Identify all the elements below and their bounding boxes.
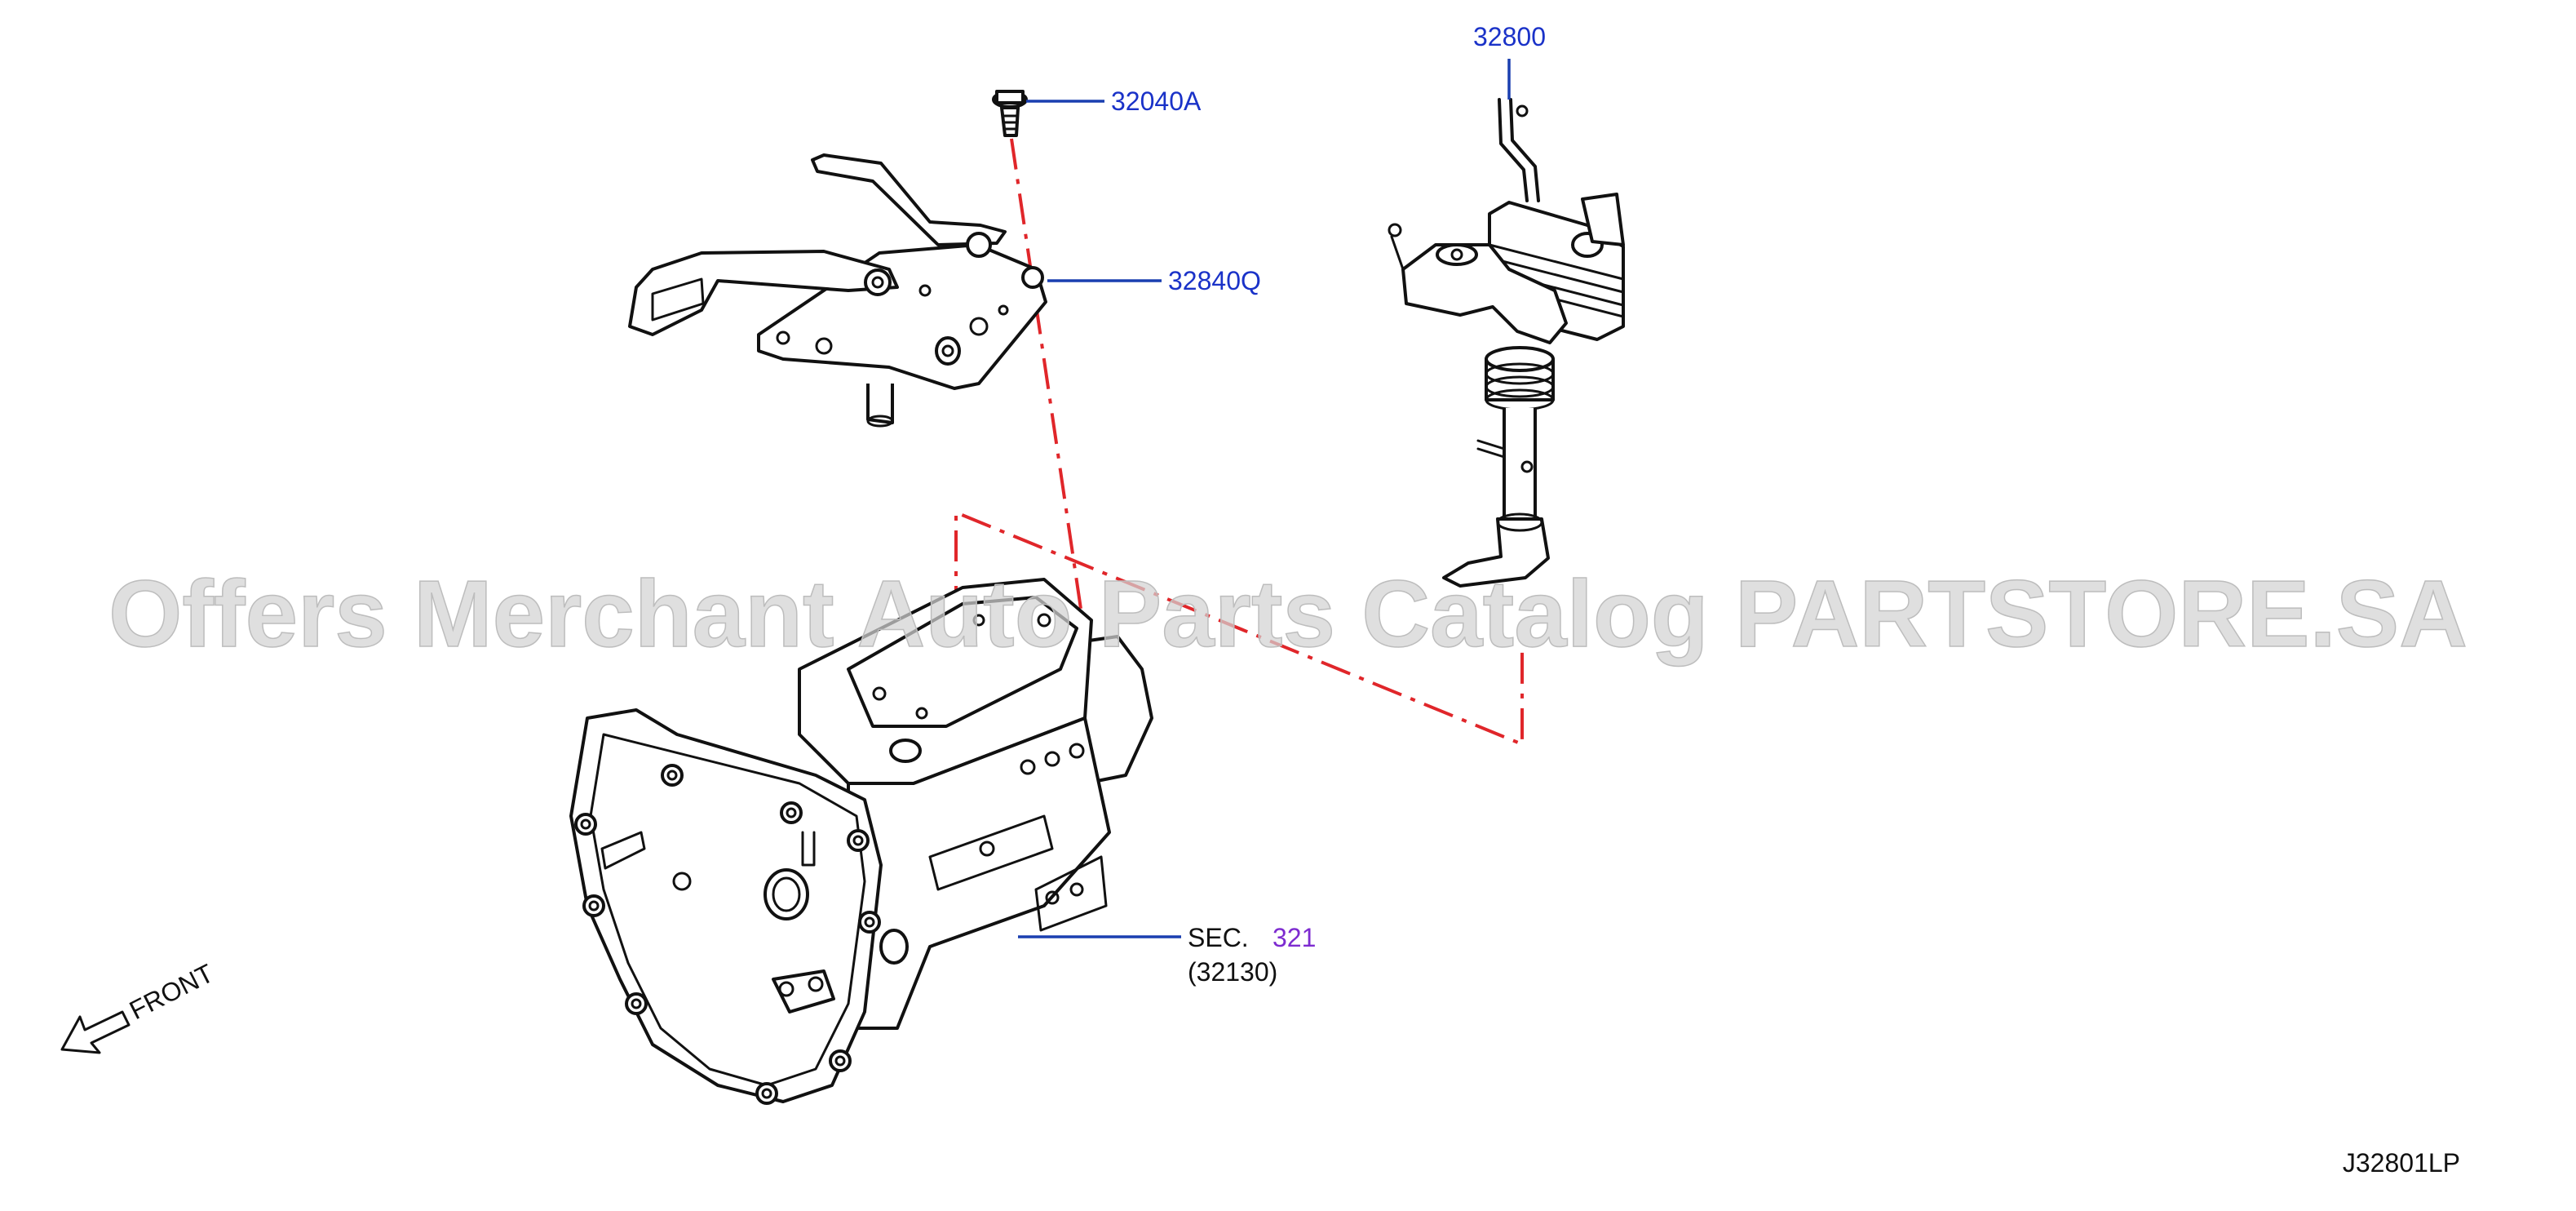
shifter-32800[interactable] — [1388, 98, 1625, 588]
callout-32840q[interactable]: 32840Q — [1168, 266, 1261, 295]
phantom-lines — [954, 138, 1524, 747]
front-arrow: FRONT — [60, 958, 219, 1054]
front-label: FRONT — [125, 958, 219, 1025]
callout-sec-prefix: SEC. — [1188, 923, 1249, 952]
front-arrow-icon — [60, 1010, 131, 1054]
watermark: Offers Merchant Auto Parts Catalog PARTS… — [108, 561, 2468, 667]
callout-sec-321-link[interactable]: 321 — [1273, 923, 1316, 952]
callout-sec-sub: (32130) — [1188, 957, 1277, 987]
transmission-case[interactable] — [569, 578, 1153, 1105]
callout-32040a[interactable]: 32040A — [1111, 86, 1202, 116]
callout-32800[interactable]: 32800 — [1473, 22, 1546, 51]
leader-lines — [1018, 59, 1511, 938]
bracket-32840q[interactable] — [628, 153, 1047, 428]
diagram-code: J32801LP — [2343, 1148, 2460, 1178]
bolt-32040a[interactable] — [992, 90, 1028, 137]
